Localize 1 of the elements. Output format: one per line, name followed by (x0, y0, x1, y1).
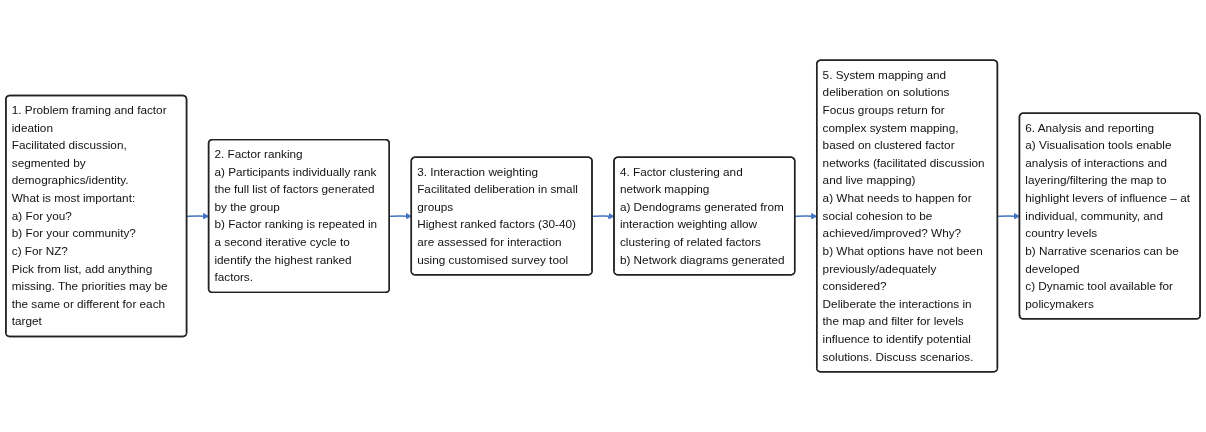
arrow (591, 212, 615, 220)
